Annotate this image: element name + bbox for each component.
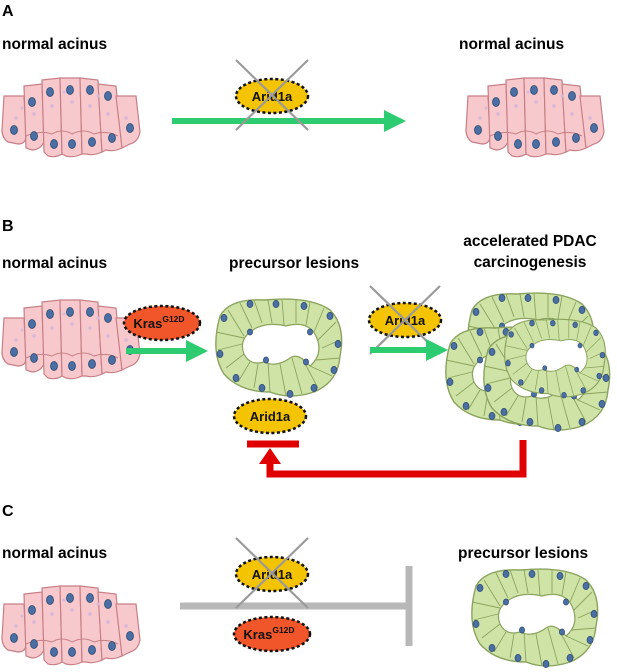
- panel-c-left-acinus: [1, 585, 141, 666]
- panel-b-right-label-line2: carcinogenesis: [473, 254, 587, 271]
- panel-c-right-label: precursor lesions: [458, 545, 589, 562]
- panel-b-pdac-cluster: [445, 292, 611, 433]
- panel-b-red-inhibition-line: [247, 440, 527, 478]
- panel-c-letter: C: [2, 503, 14, 520]
- panel-a-letter: A: [2, 3, 14, 20]
- panel-c-left-label: normal acinus: [2, 545, 108, 562]
- panel-b-right-label: accelerated PDAC carcinogenesis: [440, 231, 617, 273]
- panel-b-kras-base: Kras: [133, 316, 162, 331]
- panel-b-arid1a-feedback-text: Arid1a: [250, 409, 291, 424]
- panel-a-deletion-cross: [235, 59, 309, 131]
- panel-b-kras-text: KrasG12D: [133, 314, 184, 331]
- panel-c-kras-sup: G12D: [272, 625, 294, 635]
- panel-b-left-acinus: [1, 299, 141, 380]
- panel-b-left-label: normal acinus: [2, 255, 108, 272]
- panel-b-green-arrow-1: [126, 340, 208, 362]
- panel-a-right-label: normal acinus: [459, 36, 565, 53]
- panel-c-kras-base: Kras: [243, 627, 272, 642]
- panel-b-right-label-line1: accelerated PDAC: [463, 233, 597, 250]
- panel-c-gray-blocked-arrow: [180, 566, 413, 646]
- panel-b-kras-sup: G12D: [162, 314, 184, 324]
- panel-c-deletion-cross: [235, 537, 309, 609]
- panel-c-kras-badge: KrasG12D: [232, 615, 312, 653]
- panel-c-precursor-lesion: [471, 568, 599, 669]
- panel-a-left-label: normal acinus: [2, 36, 108, 53]
- panel-b-letter: B: [2, 218, 14, 235]
- panel-b-precursor-lesion: [215, 298, 343, 399]
- panel-b-arid1a-feedback-badge: Arid1a: [232, 397, 308, 435]
- panel-b-kras-badge: KrasG12D: [122, 304, 202, 342]
- panel-a-left-acinus: [1, 77, 141, 158]
- panel-a-green-arrow: [172, 110, 406, 132]
- panel-c-kras-text: KrasG12D: [243, 625, 294, 642]
- panel-b-middle-label: precursor lesions: [229, 255, 360, 272]
- panel-b-green-arrow-2: [370, 339, 448, 361]
- panel-a-right-acinus: [465, 77, 605, 158]
